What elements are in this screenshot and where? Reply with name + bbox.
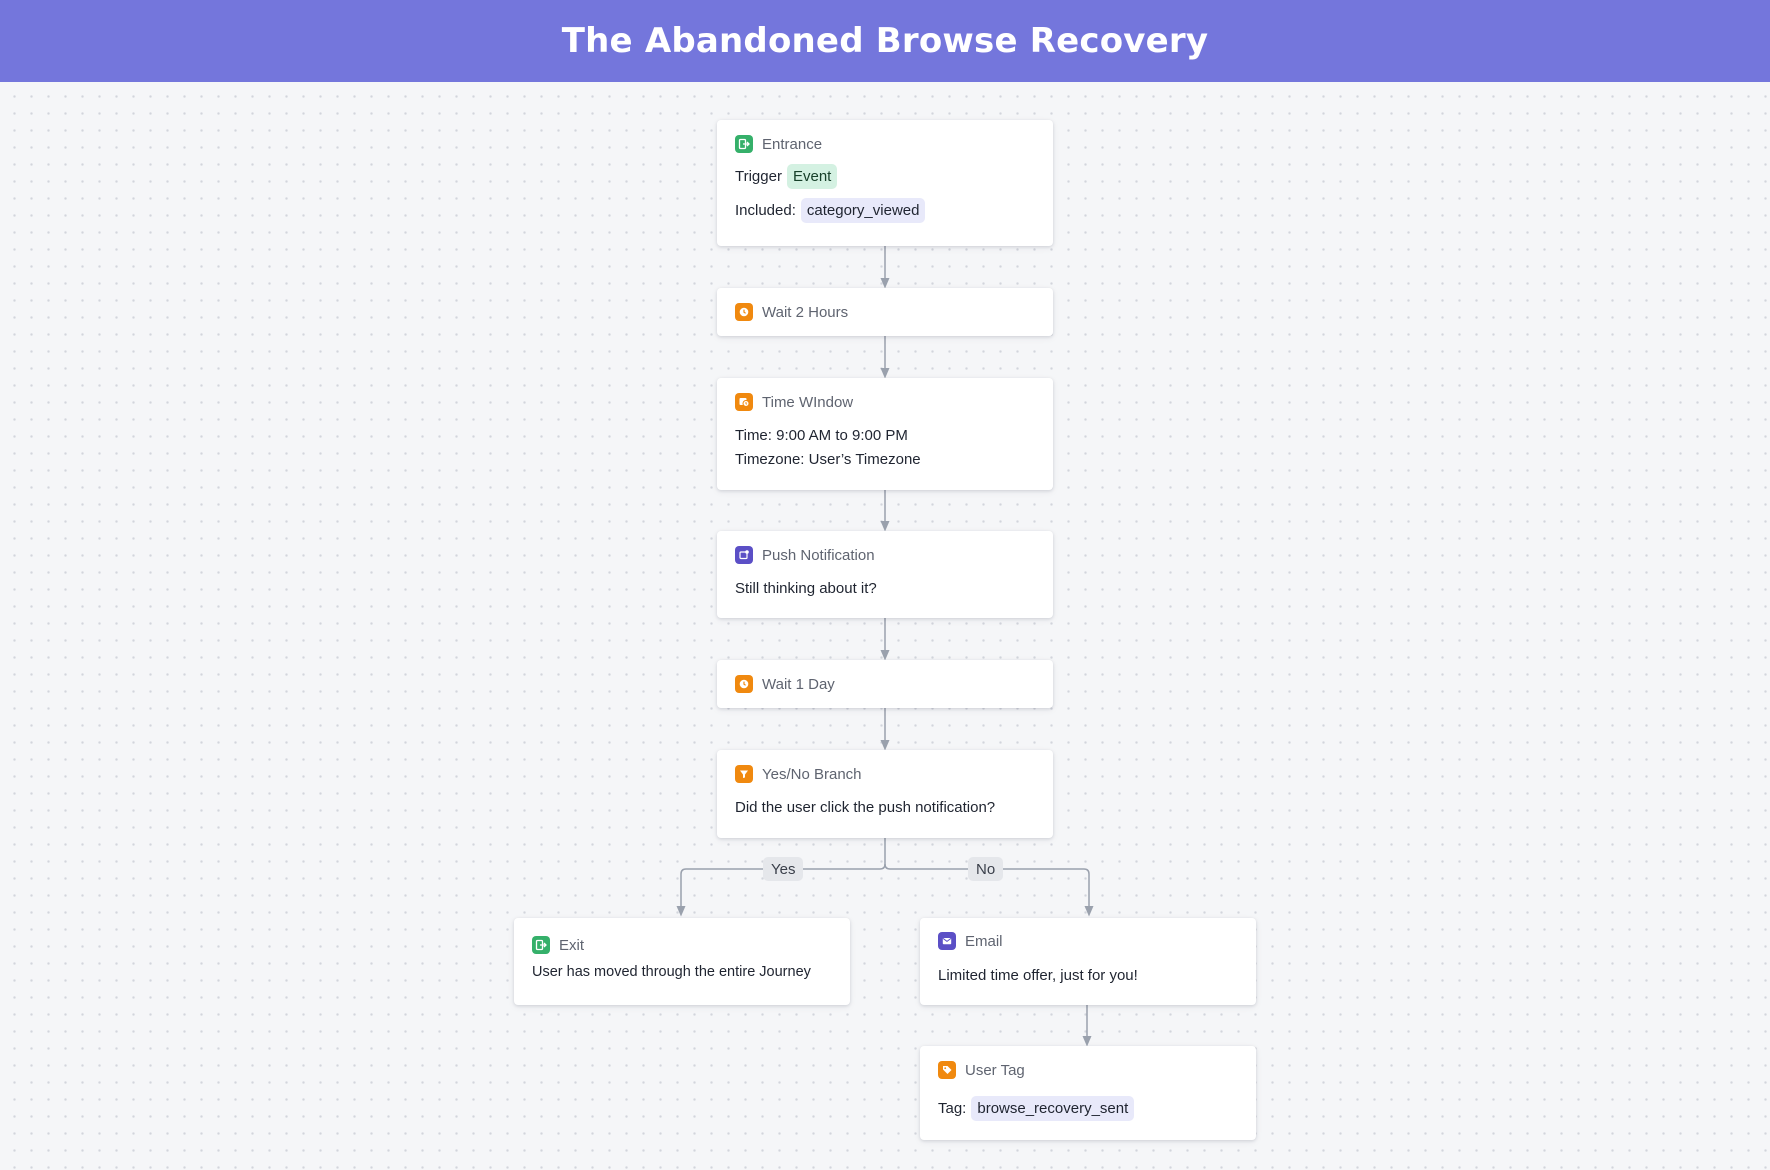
- entrance-icon: [735, 135, 753, 153]
- email-card[interactable]: Email Limited time offer, just for you!: [920, 918, 1256, 1005]
- tag-value-badge: browse_recovery_sent: [971, 1096, 1135, 1121]
- card-title: Exit: [559, 936, 585, 954]
- card-title: Email: [965, 932, 1003, 950]
- branch-question: Did the user click the push notification…: [735, 799, 996, 816]
- email-subject: Limited time offer, just for you!: [938, 967, 1138, 984]
- exit-icon: [532, 936, 550, 954]
- filter-icon: [735, 765, 753, 783]
- entrance-card[interactable]: Entrance Trigger Event Included: categor…: [717, 120, 1053, 246]
- push-notification-icon: [735, 546, 753, 564]
- wait-1-day-card[interactable]: Wait 1 Day: [717, 660, 1053, 708]
- push-notification-card[interactable]: Push Notification Still thinking about i…: [717, 531, 1053, 618]
- branch-no-label[interactable]: No: [968, 857, 1004, 881]
- time-window-icon: [735, 393, 753, 411]
- card-title: Time WIndow: [762, 393, 854, 411]
- branch-yes-label[interactable]: Yes: [763, 857, 804, 881]
- trigger-badge: Event: [786, 164, 838, 189]
- timezone-text: Timezone: User’s Timezone: [735, 451, 921, 468]
- wait-2-hours-card[interactable]: Wait 2 Hours: [717, 288, 1053, 336]
- push-message: Still thinking about it?: [735, 580, 877, 597]
- trigger-label: Trigger: [735, 168, 782, 185]
- email-icon: [938, 932, 956, 950]
- included-label: Included:: [735, 202, 796, 219]
- card-title: Push Notification: [762, 546, 875, 564]
- card-title: Wait 1 Day: [762, 675, 835, 693]
- header-bar: The Abandoned Browse Recovery: [0, 0, 1770, 82]
- card-title: Yes/No Branch: [762, 765, 862, 783]
- clock-icon: [735, 303, 753, 321]
- user-tag-card[interactable]: User Tag Tag: browse_recovery_sent: [920, 1046, 1256, 1140]
- card-title: Wait 2 Hours: [762, 303, 849, 321]
- exit-card[interactable]: Exit User has moved through the entire J…: [514, 918, 850, 1005]
- exit-message: User has moved through the entire Journe…: [532, 964, 811, 980]
- connector-branch-no: [884, 863, 1094, 917]
- time-range-text: Time: 9:00 AM to 9:00 PM: [735, 427, 908, 444]
- card-title: User Tag: [965, 1061, 1025, 1079]
- included-event-badge: category_viewed: [800, 198, 926, 223]
- page-title: The Abandoned Browse Recovery: [561, 21, 1209, 61]
- tag-icon: [938, 1061, 956, 1079]
- tag-label: Tag:: [938, 1100, 967, 1117]
- yes-no-branch-card[interactable]: Yes/No Branch Did the user click the pus…: [717, 750, 1053, 838]
- time-window-card[interactable]: Time WIndow Time: 9:00 AM to 9:00 PM Tim…: [717, 378, 1053, 490]
- clock-icon: [735, 675, 753, 693]
- card-title: Entrance: [762, 135, 823, 153]
